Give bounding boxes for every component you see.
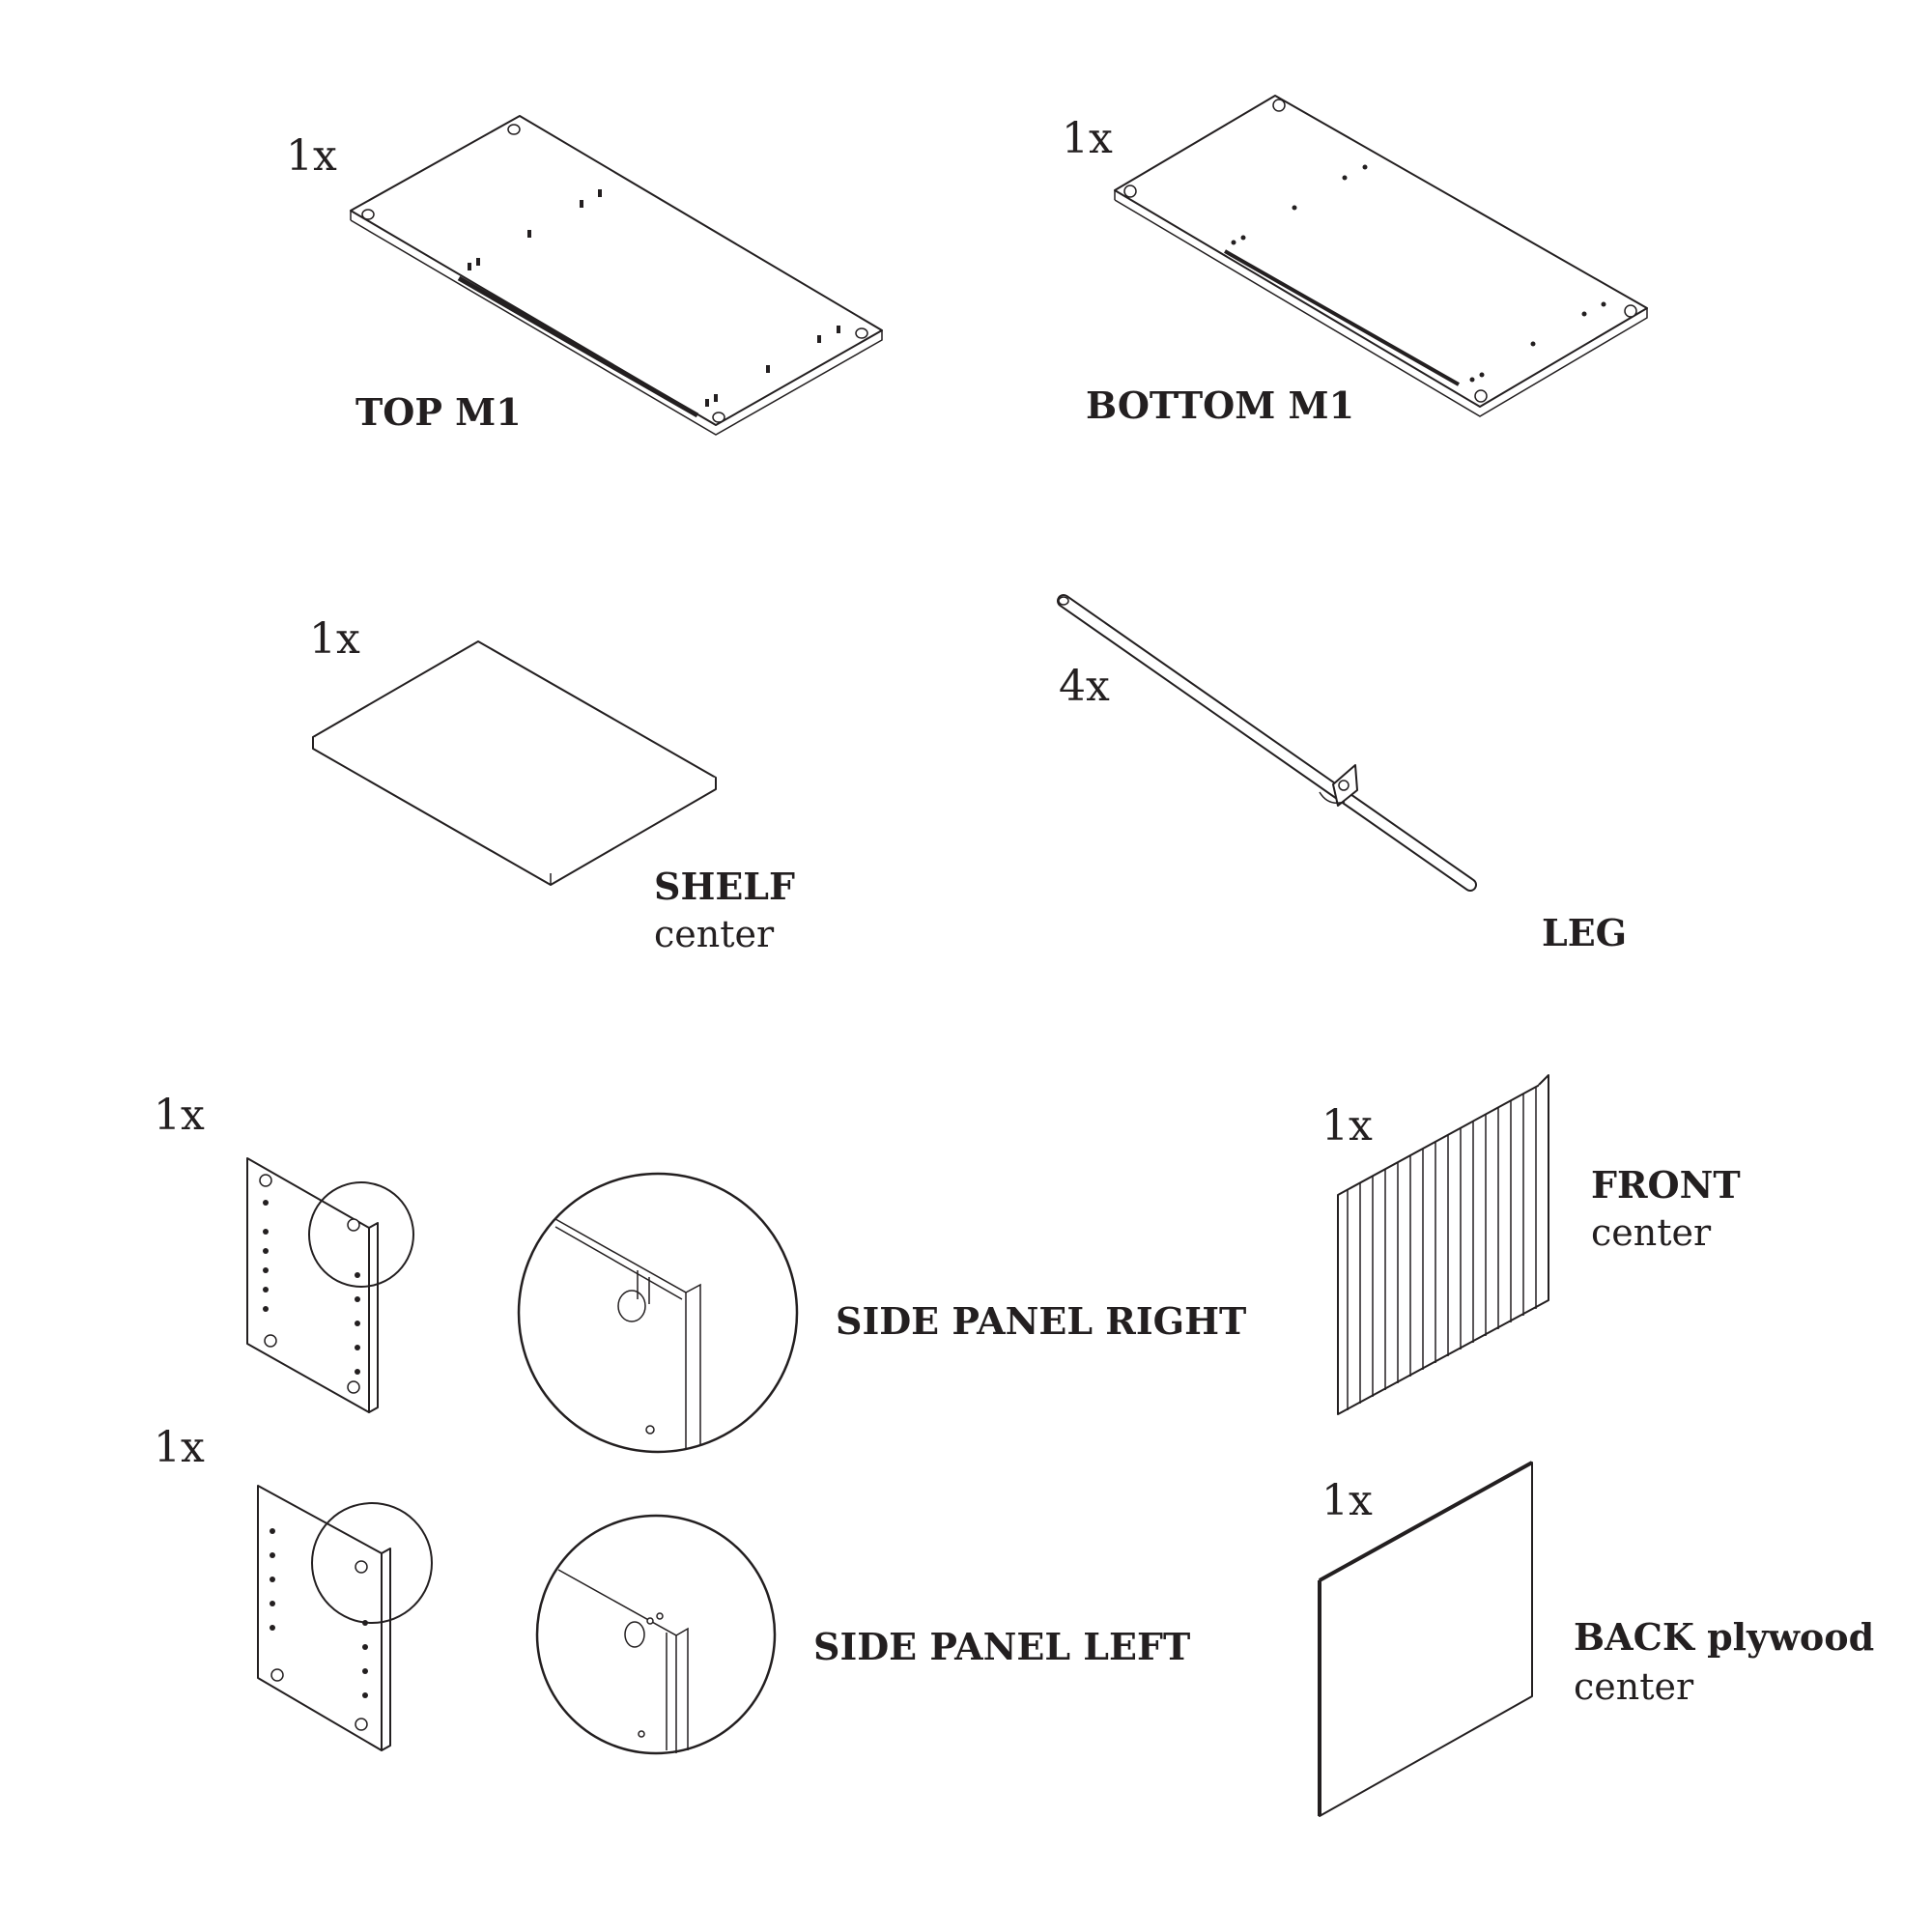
back-label: BACK plywood [1574, 1615, 1874, 1659]
shelf-sublabel: center [654, 913, 775, 955]
back-quantity: 1x [1321, 1476, 1373, 1525]
top-label: TOP M1 [355, 390, 522, 434]
detail-marker-circle [311, 1502, 433, 1624]
front-quantity: 1x [1321, 1101, 1373, 1151]
part-side-panel-right: 1x SIDE PANEL RIGHT [154, 1091, 1246, 1454]
back-sublabel: center [1574, 1665, 1694, 1708]
top-quantity: 1x [286, 131, 337, 181]
detail-marker-circle [308, 1181, 414, 1288]
front-label: FRONT [1591, 1163, 1741, 1207]
side-right-detail-view [517, 1172, 799, 1454]
front-slats [1347, 1088, 1537, 1410]
shelf-quantity: 1x [309, 614, 360, 664]
part-back: 1x BACK plywood center [1318, 1461, 1874, 1817]
side-left-label: SIDE PANEL LEFT [813, 1625, 1190, 1668]
part-bottom-m1: 1x BOTTOM M1 [1062, 95, 1648, 427]
bottom-quantity: 1x [1062, 114, 1113, 163]
top-panel-drawing [350, 115, 883, 426]
side-left-quantity: 1x [154, 1423, 205, 1472]
part-shelf: 1x SHELF center [309, 614, 795, 955]
leg-quantity: 4x [1059, 662, 1110, 711]
side-left-detail-view [535, 1514, 777, 1755]
side-right-quantity: 1x [154, 1091, 205, 1140]
bottom-label: BOTTOM M1 [1086, 384, 1354, 427]
leg-label: LEG [1542, 911, 1627, 954]
side-left-drawing [257, 1485, 383, 1751]
part-front: 1x FRONT center [1321, 1074, 1741, 1415]
front-sublabel: center [1591, 1211, 1712, 1254]
part-side-panel-left: 1x SIDE PANEL LEFT [154, 1423, 1190, 1755]
bottom-panel-drawing [1114, 95, 1648, 408]
part-leg: 4x LEG [1057, 594, 1627, 954]
shelf-label: SHELF [654, 865, 795, 908]
part-top-m1: 1x TOP M1 [286, 115, 883, 436]
side-right-label: SIDE PANEL RIGHT [836, 1299, 1246, 1343]
